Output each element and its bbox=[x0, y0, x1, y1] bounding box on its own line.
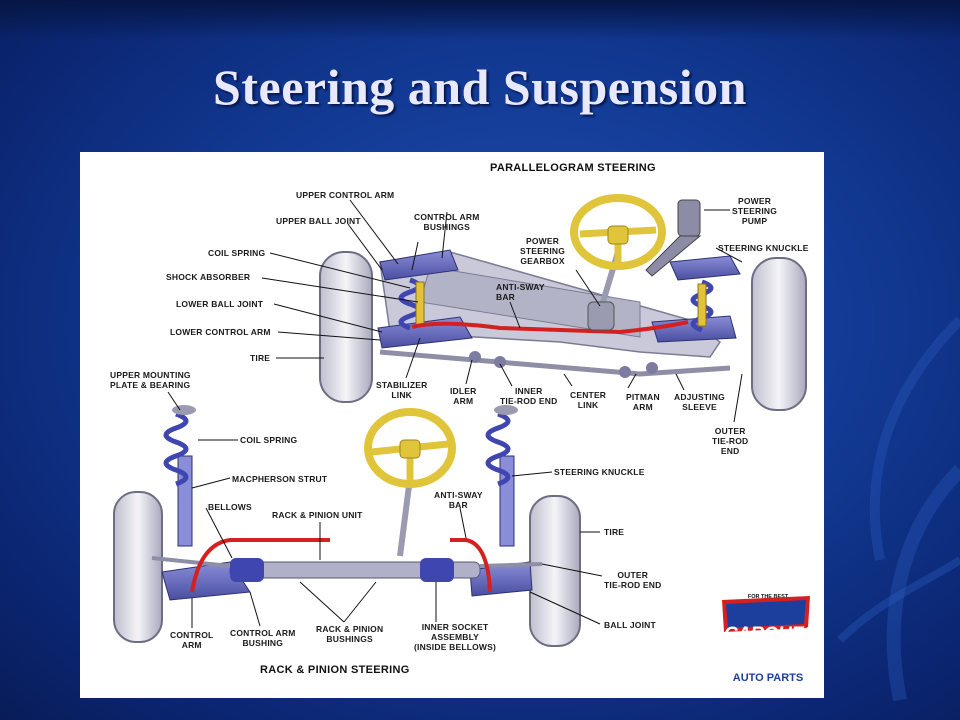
bottom-steering-wheel bbox=[364, 408, 456, 488]
label-power-steering-gearbox: POWER STEERING GEARBOX bbox=[520, 236, 566, 266]
top-left-upper-control-arm bbox=[379, 249, 459, 281]
logo-subtitle: AUTO PARTS bbox=[732, 672, 804, 684]
label-upper-control-arm: UPPER CONTROL ARM bbox=[296, 190, 395, 200]
logo-mark bbox=[722, 596, 810, 632]
top-steering-wheel bbox=[570, 194, 666, 270]
label-steering-knuckle-top: STEERING KNUCKLE bbox=[718, 243, 809, 253]
power-steering-pump bbox=[645, 199, 702, 277]
bottom-anti-sway-bar bbox=[190, 538, 492, 593]
label-anti-sway-bar-bottom: ANTI-SWAY BAR bbox=[434, 490, 483, 510]
label-coil-spring-top: COIL SPRING bbox=[208, 248, 266, 258]
label-control-arm-bushing: CONTROL ARM BUSHING bbox=[230, 628, 296, 648]
parallelogram-heading: PARALLELOGRAM STEERING bbox=[490, 162, 656, 174]
label-power-steering-pump: POWER STEERING PUMP bbox=[732, 196, 778, 226]
bottom-left-tire bbox=[113, 491, 163, 643]
suspension-diagram: PARALLELOGRAM STEERING RACK & PINION STE… bbox=[80, 152, 824, 698]
top-right-tire bbox=[751, 257, 807, 411]
bottom-leader-lines bbox=[167, 391, 603, 628]
bottom-right-tire bbox=[529, 495, 581, 647]
label-inner-socket-assembly: INNER SOCKET ASSEMBLY (INSIDE BELLOWS) bbox=[414, 622, 497, 652]
label-lower-ball-joint: LOWER BALL JOINT bbox=[176, 299, 264, 309]
slide-top-band bbox=[0, 0, 960, 40]
label-bellows: BELLOWS bbox=[208, 502, 252, 512]
label-outer-tie-rod-end-bottom: OUTER TIE-ROD END bbox=[604, 570, 662, 590]
label-control-arm-bushings: CONTROL ARM BUSHINGS bbox=[414, 212, 480, 232]
diagram-artwork bbox=[113, 194, 807, 647]
label-anti-sway-bar-top: ANTI-SWAY BAR bbox=[496, 282, 545, 302]
carquest-logo: FOR THE BEST POSSIBLE PERFORMANCE INSIST… bbox=[720, 594, 824, 692]
slide-title: Steering and Suspension bbox=[213, 59, 747, 115]
label-shock-absorber: SHOCK ABSORBER bbox=[166, 272, 251, 282]
top-left-shock-absorber bbox=[415, 281, 425, 327]
label-stabilizer-link: STABILIZER LINK bbox=[376, 380, 428, 400]
top-right-shock-absorber bbox=[697, 283, 707, 327]
label-control-arm: CONTROL ARM bbox=[170, 630, 214, 650]
power-steering-gearbox bbox=[587, 301, 615, 331]
top-leader-lines bbox=[261, 199, 743, 423]
rack-pinion-assembly bbox=[113, 405, 581, 647]
label-center-link: CENTER LINK bbox=[570, 390, 607, 410]
label-upper-mounting-plate: UPPER MOUNTING PLATE & BEARING bbox=[110, 370, 191, 390]
label-adjusting-sleeve: ADJUSTING SLEEVE bbox=[674, 392, 725, 412]
rack-pinion-heading: RACK & PINION STEERING bbox=[260, 664, 410, 676]
label-pitman-arm: PITMAN ARM bbox=[626, 392, 660, 412]
top-center-link bbox=[379, 349, 731, 377]
bottom-left-tie-rod bbox=[151, 556, 231, 568]
parallelogram-assembly bbox=[319, 194, 807, 411]
label-rack-pinion-unit: RACK & PINION UNIT bbox=[272, 510, 363, 520]
bottom-steering-column bbox=[397, 477, 413, 557]
label-inner-tie-rod-end: INNER TIE-ROD END bbox=[500, 386, 558, 406]
label-lower-control-arm: LOWER CONTROL ARM bbox=[170, 327, 271, 337]
label-ball-joint: BALL JOINT bbox=[604, 620, 656, 630]
top-anti-sway-bar bbox=[411, 320, 689, 335]
label-rack-pinion-bushings: RACK & PINION BUSHINGS bbox=[316, 624, 384, 644]
label-coil-spring-bottom: COIL SPRING bbox=[240, 435, 298, 445]
top-right-upper-control-arm bbox=[669, 255, 741, 281]
label-outer-tie-rod-end-top: OUTER TIE-ROD END bbox=[712, 426, 749, 456]
logo-brand: CARQUEST bbox=[724, 624, 824, 645]
label-macpherson-strut: MACPHERSON STRUT bbox=[232, 474, 328, 484]
label-upper-ball-joint: UPPER BALL JOINT bbox=[276, 216, 361, 226]
label-tire-bottom: TIRE bbox=[604, 527, 625, 537]
bottom-left-macpherson-strut bbox=[163, 405, 196, 547]
label-tire-top: TIRE bbox=[250, 353, 271, 363]
bottom-right-tie-rod bbox=[479, 562, 543, 568]
bottom-right-macpherson-strut bbox=[485, 405, 518, 547]
label-steering-knuckle-bottom: STEERING KNUCKLE bbox=[554, 467, 645, 477]
top-left-tire bbox=[319, 251, 373, 403]
label-idler-arm: IDLER ARM bbox=[450, 386, 477, 406]
bellows bbox=[230, 558, 454, 582]
